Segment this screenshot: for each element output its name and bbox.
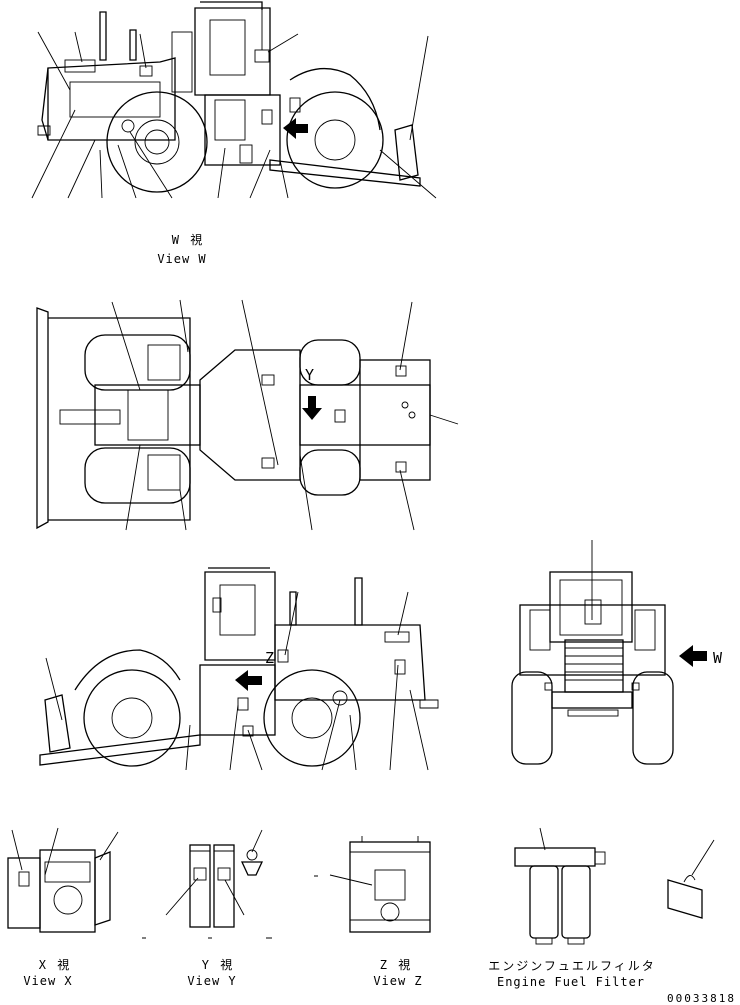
front-view-w-marker: W xyxy=(713,649,723,667)
fuel-filter-caption-jp: エンジンフュエルフィルタ xyxy=(488,959,655,973)
view-x-caption-jp: X 視 xyxy=(39,957,71,972)
view-z-caption-en: View Z xyxy=(373,974,422,988)
view-w-side-drawing xyxy=(31,1,437,199)
view-w-caption-en: View W xyxy=(157,252,206,266)
view-z-caption-jp: Z 視 xyxy=(380,957,412,972)
view-y-caption-en: View Y xyxy=(187,974,236,988)
drawing-number: 00033818 xyxy=(667,992,736,1005)
side-view-z-marker: Z xyxy=(265,649,274,667)
view-z-drawing xyxy=(314,836,431,933)
view-y-drawing xyxy=(142,829,272,939)
decal-sheet-drawing xyxy=(667,839,715,919)
top-view-drawing xyxy=(36,299,459,531)
view-x-caption-en: View X xyxy=(23,974,72,988)
top-view-y-marker: Y xyxy=(305,366,314,384)
view-y-caption-jp: Y 視 xyxy=(202,957,234,972)
engine-fuel-filter-drawing xyxy=(514,827,606,945)
view-w-caption-jp: W 視 xyxy=(172,232,204,247)
fuel-filter-caption-en: Engine Fuel Filter xyxy=(497,975,645,989)
side-view-lower-drawing xyxy=(39,567,439,771)
front-view-drawing xyxy=(511,540,707,765)
view-x-drawing xyxy=(7,827,119,933)
